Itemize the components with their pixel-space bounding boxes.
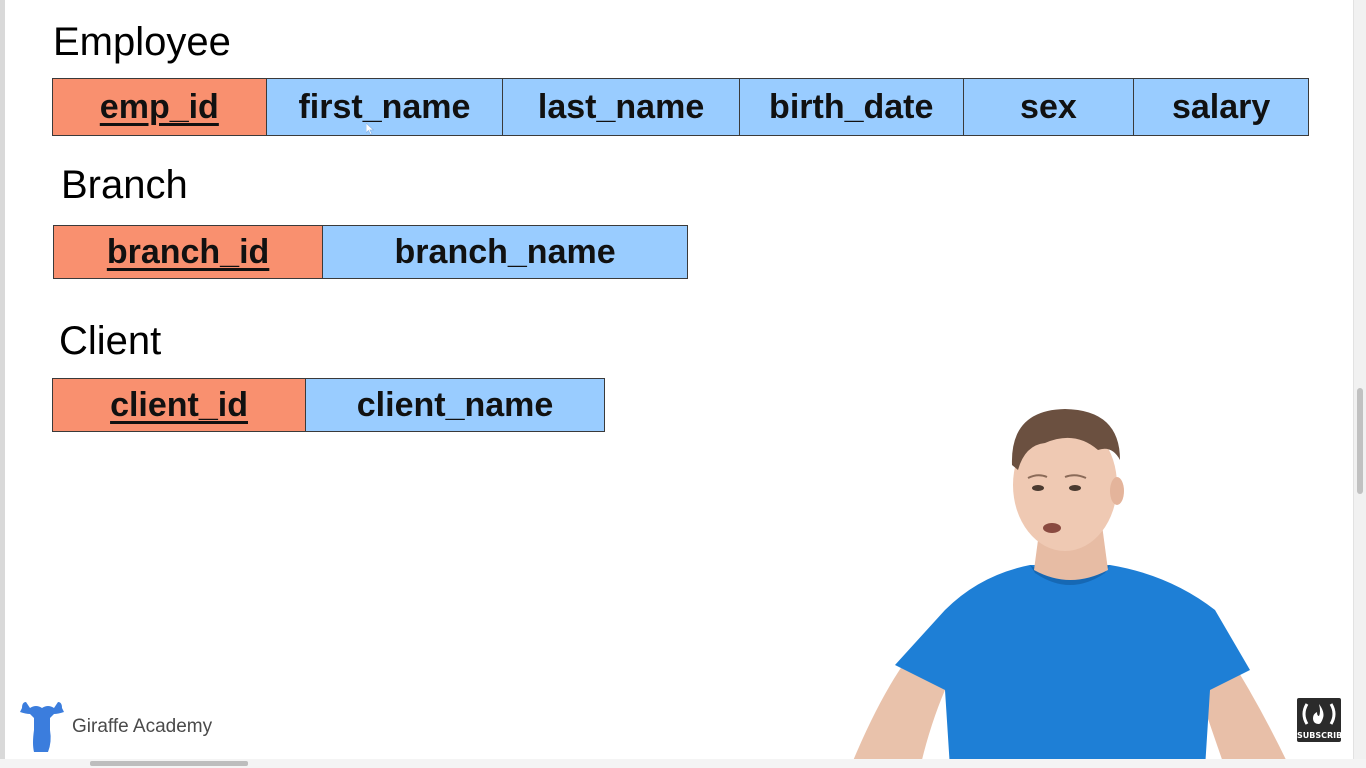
employee-column-emp-id: emp_id <box>53 79 267 135</box>
giraffe-icon <box>20 702 64 752</box>
horizontal-scrollbar[interactable] <box>0 759 1366 768</box>
client-table: client_id client_name <box>52 378 605 432</box>
employee-column-birth-date: birth_date <box>739 79 964 135</box>
branch-column-branch-name: branch_name <box>323 226 687 278</box>
subscribe-button[interactable]: SUBSCRIBE <box>1297 698 1348 742</box>
presenter-webcam <box>850 409 1290 768</box>
client-column-client-id: client_id <box>53 379 307 431</box>
client-table-title: Client <box>59 319 162 363</box>
employee-column-sex: sex <box>963 79 1135 135</box>
freecodecamp-flame-icon <box>1302 703 1336 725</box>
branch-table-title: Branch <box>61 163 188 207</box>
vertical-scrollbar[interactable] <box>1353 0 1366 768</box>
horizontal-scrollbar-thumb[interactable] <box>90 761 248 766</box>
branch-table: branch_id branch_name <box>53 225 688 279</box>
logo-text: Giraffe Academy <box>72 716 213 737</box>
employee-table-title: Employee <box>53 20 231 64</box>
subscribe-label: SUBSCRIBE <box>1297 731 1348 740</box>
employee-column-last-name: last_name <box>503 79 740 135</box>
vertical-scrollbar-thumb[interactable] <box>1357 388 1363 494</box>
branch-column-branch-id: branch_id <box>54 226 324 278</box>
mouse-pointer-icon <box>366 123 374 135</box>
giraffe-academy-logo: Giraffe Academy <box>18 700 212 754</box>
client-column-client-name: client_name <box>306 379 604 431</box>
employee-column-salary: salary <box>1134 79 1308 135</box>
left-border <box>0 0 5 768</box>
employee-column-first-name: first_name <box>266 79 504 135</box>
employee-table: emp_id first_name last_name birth_date s… <box>52 78 1309 136</box>
